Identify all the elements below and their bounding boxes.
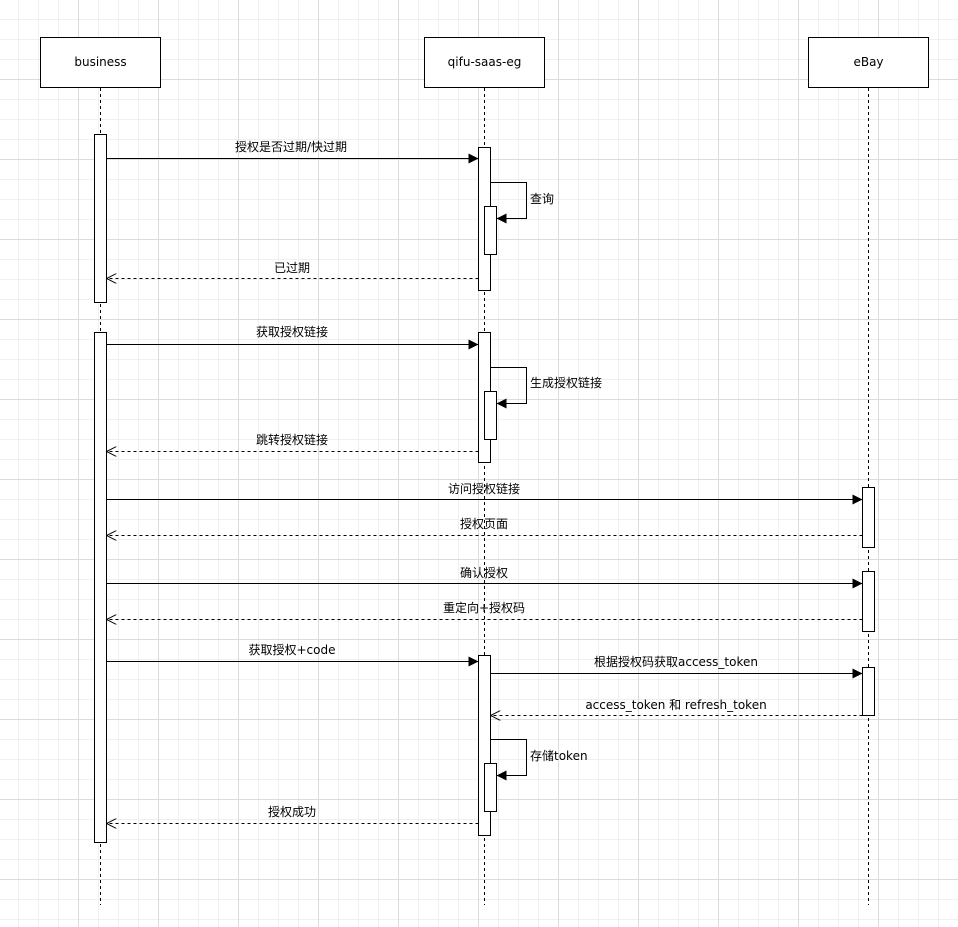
message-m1[interactable]: 授权是否过期/快过期 [106, 139, 479, 164]
message-m7[interactable]: 访问授权链接 [106, 481, 863, 505]
participant-ebay[interactable]: eBay [808, 37, 929, 88]
participant-qifu[interactable]: qifu-saas-eg [424, 37, 545, 88]
message-m3-label: 已过期 [274, 261, 310, 275]
activation-business-2[interactable] [94, 332, 107, 843]
message-m9[interactable]: 确认授权 [106, 565, 863, 589]
message-m13[interactable]: access_token 和 refresh_token [490, 698, 863, 716]
participant-business-label: business [74, 55, 126, 69]
message-m2[interactable]: 查询 [490, 182, 555, 224]
message-m11-label: 获取授权+code [249, 642, 336, 657]
message-m5-label: 生成授权链接 [530, 375, 602, 390]
message-m15-label: 授权成功 [268, 804, 316, 819]
message-m1-label: 授权是否过期/快过期 [235, 139, 347, 154]
participant-qifu-label: qifu-saas-eg [448, 55, 522, 69]
message-m2-label: 查询 [530, 192, 554, 206]
message-m8-label: 授权页面 [460, 516, 508, 531]
message-m3[interactable]: 已过期 [106, 261, 479, 279]
message-m15[interactable]: 授权成功 [106, 804, 479, 824]
message-m14[interactable]: 存储token [490, 739, 588, 781]
participant-business[interactable]: business [40, 37, 161, 88]
message-m6[interactable]: 跳转授权链接 [106, 432, 479, 452]
message-m10[interactable]: 重定向+授权码 [106, 600, 863, 620]
activation-ebay-3[interactable] [862, 667, 875, 716]
message-m9-label: 确认授权 [460, 565, 508, 580]
participant-ebay-label: eBay [853, 55, 883, 69]
message-m12-label: 根据授权码获取access_token [594, 654, 758, 669]
activation-qifu-2-nested[interactable] [484, 391, 497, 440]
message-m5[interactable]: 生成授权链接 [490, 367, 603, 409]
activation-ebay-2[interactable] [862, 571, 875, 632]
message-m8[interactable]: 授权页面 [106, 516, 863, 536]
message-m7-label: 访问授权链接 [448, 481, 520, 496]
activation-ebay-1[interactable] [862, 487, 875, 548]
activation-qifu-3-nested[interactable] [484, 763, 497, 812]
message-m14-label: 存储token [530, 748, 588, 763]
activation-business-1[interactable] [94, 134, 107, 303]
activation-qifu-1-nested[interactable] [484, 206, 497, 255]
message-m4-label: 获取授权链接 [256, 324, 328, 339]
message-m10-label: 重定向+授权码 [443, 600, 525, 615]
message-m11[interactable]: 获取授权+code [106, 642, 479, 667]
message-m6-label: 跳转授权链接 [256, 432, 328, 447]
message-m12[interactable]: 根据授权码获取access_token [490, 654, 863, 679]
message-m4[interactable]: 获取授权链接 [106, 324, 479, 350]
message-m13-label: access_token 和 refresh_token [585, 698, 766, 712]
